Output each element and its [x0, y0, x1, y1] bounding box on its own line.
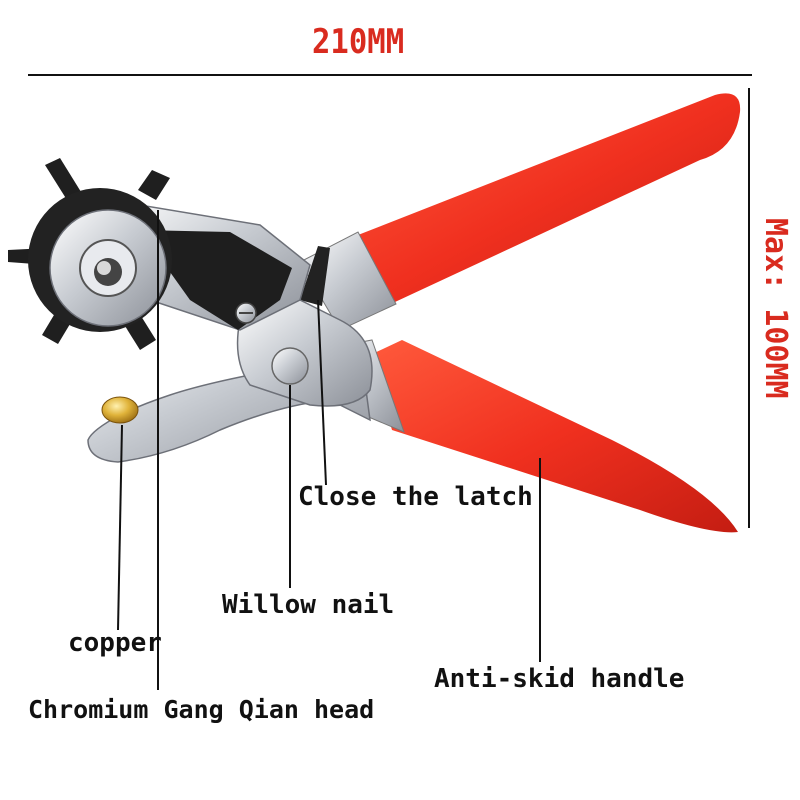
close-latch-label: Close the latch — [298, 482, 533, 512]
willow-nail-rivet — [271, 347, 309, 385]
copper-anvil — [101, 396, 139, 424]
width-dimension-label: 210MM — [312, 22, 405, 62]
black-plate — [140, 230, 292, 330]
willow-nail-label: Willow nail — [222, 590, 395, 620]
callout-lines — [117, 210, 541, 690]
upper-handle — [358, 93, 741, 302]
handle-label: Anti-skid handle — [434, 664, 685, 694]
latch — [300, 246, 330, 306]
copper-label: copper — [68, 628, 162, 658]
head-label: Chromium Gang Qian head — [28, 695, 375, 724]
height-dimension-label: Max: 100MM — [758, 218, 793, 399]
lower-handle — [370, 340, 738, 533]
